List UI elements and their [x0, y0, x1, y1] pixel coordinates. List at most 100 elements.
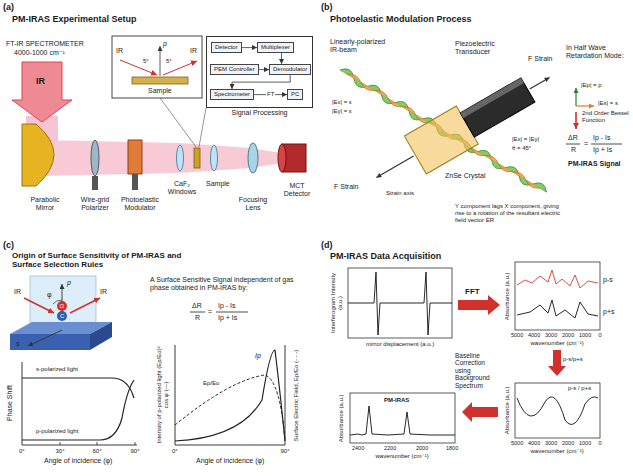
figure-label: Ip - Is	[593, 134, 611, 142]
figure-label: ΔR	[192, 302, 202, 310]
figure-label: 60°	[93, 448, 102, 455]
panel-title: Origin of Surface Sensitivity of PM-IRAS…	[12, 251, 212, 269]
figure-label: Absorbance (a.u.)	[504, 380, 511, 440]
figure-label: Piezoelectric Transducer	[455, 40, 521, 56]
figure-label: R	[195, 314, 200, 322]
figure-label: 90°	[281, 448, 290, 455]
pm-iras-frame	[350, 393, 455, 443]
metal-surface-side	[90, 322, 112, 350]
figure-label: PM-IRAS Signal	[568, 160, 621, 168]
process-box: Detector	[211, 42, 242, 53]
figure-label: A Surface Sensitive Signal independent o…	[150, 276, 310, 292]
carbon-atom	[57, 311, 67, 321]
photoelastic-modulator	[128, 140, 142, 174]
figure-label: R	[571, 146, 576, 154]
process-box: Spectrometer	[210, 89, 254, 100]
p-minus-s-trace	[517, 270, 598, 288]
figure-label: Intensity of p-polarized light (Ep/Eo)² …	[156, 345, 170, 445]
panel-title: (d)	[321, 240, 333, 250]
strain-force-arrow	[530, 78, 550, 90]
focusing-lens	[248, 143, 258, 173]
figure-label: Angle of incidence (φ)	[44, 457, 112, 465]
figure-label: 1000	[579, 440, 591, 446]
panel-title: PM-IRAS Experimental Setup	[12, 14, 137, 24]
acquisition-illustration	[348, 262, 600, 443]
figure-label: IR	[14, 288, 21, 296]
field-curve	[175, 375, 285, 441]
figure-label: 0°	[19, 448, 25, 455]
figure-label: wavenumber (cm⁻¹)	[376, 453, 429, 460]
strain-force-arrow	[376, 156, 413, 178]
figure-label: Y component lags X component, giving ris…	[455, 203, 567, 224]
figure-label: 2000	[416, 445, 428, 451]
fraction-bar	[566, 144, 580, 145]
fraction-bar	[190, 312, 205, 313]
interferogram-trace	[348, 272, 452, 335]
box-text: Spectrometer	[214, 91, 250, 98]
figure-label: Absorbance (a.u.)	[338, 392, 345, 444]
figure-label: FT-IR SPECTROMETER	[6, 40, 84, 48]
ep-vector	[575, 88, 576, 106]
figure-label: F Strain	[334, 183, 359, 191]
figure-label: Linearly-polarized IR-beam	[330, 38, 392, 54]
figure-label: 0	[599, 440, 602, 446]
figure-label: Sample	[206, 180, 230, 188]
figure-label: Ip	[255, 352, 261, 360]
ir-incident	[24, 298, 54, 313]
ir-reflected	[70, 298, 100, 313]
figure-label: =	[208, 308, 212, 316]
box-text: Demodulator	[273, 66, 307, 73]
sample	[194, 148, 200, 168]
panel-title: (c)	[3, 240, 14, 250]
process-arrow	[548, 350, 566, 376]
figure-label: 1800	[446, 445, 458, 451]
figure-label: 2200	[384, 445, 396, 451]
connector-arrow	[232, 75, 290, 89]
figure-label: Parabolic Mirror	[25, 196, 65, 212]
figure-label: O	[60, 303, 65, 310]
figure-label: Focusing Lens	[235, 196, 271, 212]
p-plus-s-trace	[517, 300, 598, 318]
inset-leader	[160, 98, 196, 147]
process-box: Multiplexer	[257, 42, 294, 53]
figure-label: 4000	[528, 440, 540, 446]
panel-title: (b)	[321, 2, 333, 12]
connector-arrow	[242, 47, 257, 48]
es-vector	[576, 105, 594, 106]
figure-label: 2400	[352, 445, 364, 451]
figure-label: φ	[47, 291, 52, 299]
box-text: Detector	[215, 44, 238, 51]
connector-arrow	[259, 69, 269, 70]
intensity-plot-axes	[175, 345, 285, 445]
panel-title: PM-IRAS Data Acquisition	[330, 251, 441, 261]
figure-label: PM-IRAS	[384, 397, 409, 404]
edge-label: FT	[266, 91, 275, 98]
selection-rules-illustration	[10, 276, 285, 445]
figure-label: |Es| = s	[598, 100, 618, 107]
figure-label: 4000	[528, 332, 540, 338]
caf2-window	[177, 145, 184, 171]
figure-label: p-s / p+s	[568, 385, 591, 392]
figure-label: |Ey| = ε	[332, 108, 352, 115]
panel-title: (a)	[3, 2, 14, 12]
figure-label: Strain axis	[386, 190, 414, 197]
figure-label: In Half Wave Retardation Mode:	[566, 44, 630, 60]
figure-label: CaF₂ Windows	[165, 180, 199, 196]
interferogram-frame	[348, 268, 452, 338]
figure-label: s-polarized light	[36, 366, 78, 373]
figure-label: wavenumber (cm⁻¹)	[531, 340, 584, 347]
figure-label: p+s	[603, 308, 614, 316]
figure-label: |Ex| = |Ey|	[512, 136, 539, 143]
figure-label: Sample	[148, 87, 172, 95]
figure-label: θ = 45°	[512, 145, 531, 152]
figure-label: Baseline Correction using Background Spe…	[455, 352, 501, 389]
figure-label: |Ep| = p	[581, 82, 602, 89]
figure-label: s	[16, 340, 20, 348]
signal-inset-ground	[206, 36, 313, 108]
figure-label: 5°	[166, 58, 172, 65]
figure-label: 5°	[143, 58, 149, 65]
figure-label: MCT Detector	[281, 182, 313, 198]
figure-label: 2nd Order Bessel Function	[582, 110, 630, 124]
p-phase-curve	[22, 380, 134, 440]
